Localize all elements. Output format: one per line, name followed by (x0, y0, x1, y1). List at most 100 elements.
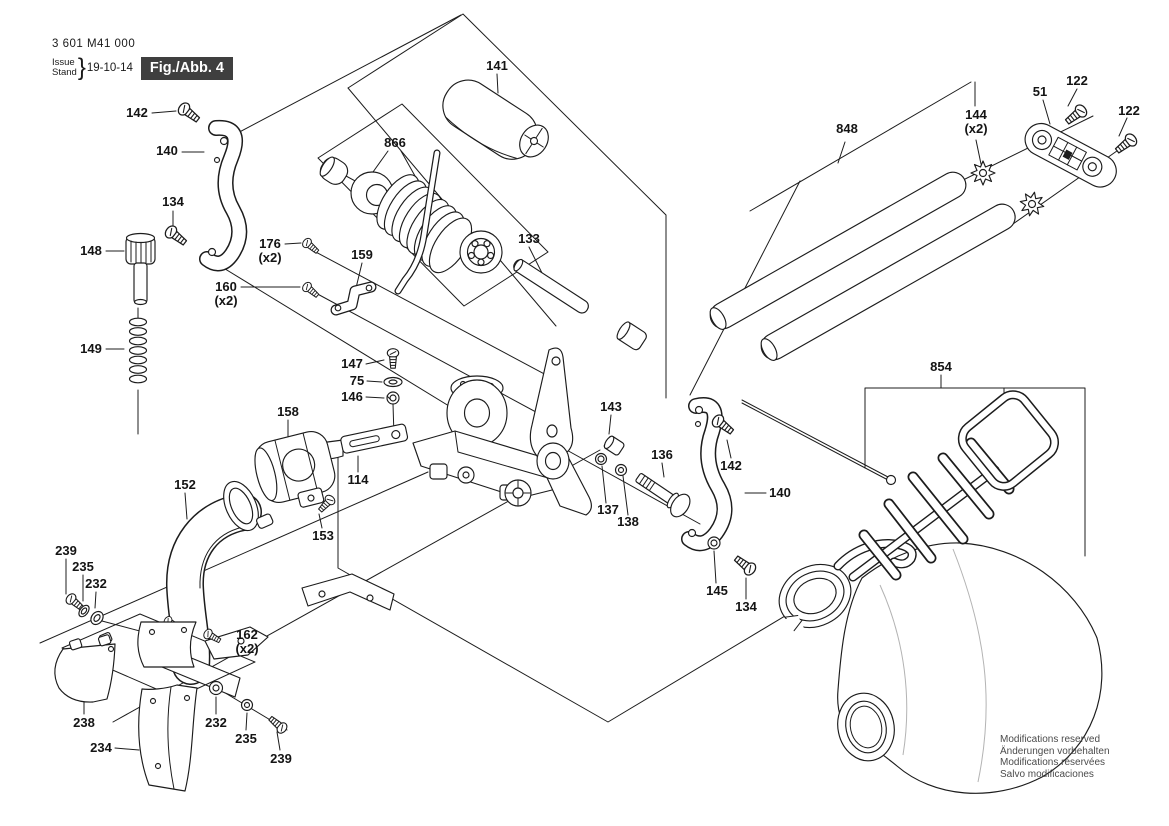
part-158-clamp (254, 431, 336, 508)
part-label-149: 149 (80, 341, 102, 356)
part-label-142: 142 (720, 458, 742, 473)
issue-date: 19-10-14 (86, 62, 133, 74)
part-label-147: 147 (341, 356, 363, 371)
part-149-spring (128, 317, 148, 384)
part-label-114: 114 (347, 472, 369, 487)
part-label-176: 176(x2) (258, 236, 282, 265)
title-block: 3 601 M41 000 Issue Stand } 19-10-14 Fig… (52, 38, 233, 82)
part-label-235: 235 (72, 559, 94, 574)
part-235-washer (78, 604, 90, 618)
part-label-152: 152 (174, 477, 196, 492)
roller-end-cap (519, 124, 549, 158)
part-143-bushing (603, 435, 625, 456)
part-label-136: 136 (651, 447, 673, 462)
part-138-washer (614, 463, 628, 477)
part-134-screw (162, 223, 190, 249)
part-label-51: 51 (1032, 84, 1048, 99)
part-133-pin (513, 258, 647, 351)
part-235-washer (240, 698, 254, 712)
part-854-dust-bag-assembly (741, 390, 1103, 794)
part-label-232: 232 (85, 576, 107, 591)
part-label-239: 239 (55, 543, 77, 558)
part-159-bracket (330, 281, 377, 316)
part-label-142: 142 (126, 105, 148, 120)
part-label-145: 145 (706, 583, 728, 598)
bearing (459, 230, 503, 274)
part-75-washer (383, 376, 403, 388)
part-162-bracket (204, 626, 269, 660)
part-136-bolt (635, 473, 691, 518)
part-232-nut (90, 610, 104, 626)
issue-stand-labels: Issue Stand (52, 58, 77, 78)
part-label-239: 239 (270, 751, 292, 766)
part-141-roller (442, 79, 549, 160)
part-145-washer (707, 536, 721, 550)
part-label-238: 238 (73, 715, 95, 730)
part-146-clip (386, 391, 400, 405)
part-label-138: 138 (617, 514, 639, 529)
part-label-122: 122 (1066, 73, 1088, 88)
part-label-146: 146 (341, 389, 363, 404)
note-line: Modifications reserved (1000, 734, 1101, 745)
bag-frame (848, 390, 1060, 582)
part-label-133: 133 (518, 231, 540, 246)
note-line: Modifications réservées (1000, 757, 1106, 768)
part-866-spring-assembly (319, 149, 503, 295)
part-label-140: 140 (769, 485, 791, 500)
part-label-162: 162(x2) (235, 627, 259, 656)
part-label-143: 143 (600, 399, 622, 414)
part-label-140: 140 (156, 143, 178, 158)
part-upper-shield (137, 621, 197, 668)
bag-rod (741, 399, 889, 481)
figure-label-badge: Fig./Abb. 4 (140, 56, 233, 80)
part-51-link-plate (1024, 122, 1117, 188)
part-label-148: 148 (80, 243, 102, 258)
part-122-screw (1062, 102, 1090, 128)
part-234-shield (138, 684, 198, 792)
part-label-134: 134 (162, 194, 184, 209)
part-label-122: 122 (1118, 103, 1140, 118)
part-label-153: 153 (312, 528, 334, 543)
part-label-232: 232 (205, 715, 227, 730)
part-label-141: 141 (486, 58, 508, 73)
document-part-number: 3 601 M41 000 (52, 38, 136, 50)
part-144-lock-washer (970, 160, 996, 186)
part-label-234: 234 (90, 740, 112, 755)
part-label-848: 848 (836, 121, 858, 136)
coil-spring (376, 174, 473, 274)
part-label-866: 866 (384, 135, 406, 150)
modifications-note: Modifications reserved Änderungen vorbeh… (1000, 734, 1110, 780)
brace-glyph: } (77, 54, 86, 81)
part-147-screw (386, 348, 400, 369)
bag-collar-ring (778, 563, 852, 637)
part-label-134: 134 (735, 599, 757, 614)
issue-label: Issue (52, 57, 75, 68)
hose-clamp (223, 480, 274, 532)
part-134-screw (731, 552, 759, 578)
carriage-casting (412, 347, 592, 516)
part-148-knob (125, 232, 156, 306)
bag-opening (837, 692, 895, 762)
part-label-144: 144(x2) (964, 107, 988, 136)
part-848-tubes (709, 171, 1016, 361)
part-label-235: 235 (235, 731, 257, 746)
part-239-screw (266, 713, 290, 736)
part-142-screw (175, 100, 203, 126)
part-label-159: 159 (351, 247, 373, 262)
part-label-75: 75 (349, 373, 365, 388)
part-label-137: 137 (597, 502, 619, 517)
part-232-nut (208, 680, 224, 696)
part-label-854: 854 (930, 359, 952, 374)
part-160-screw (300, 280, 322, 301)
part-140-lever-left (199, 119, 248, 272)
stand-label: Stand (52, 67, 77, 78)
note-line: Salvo modificaciones (1000, 768, 1094, 780)
part-label-160: 160(x2) (214, 279, 238, 308)
part-122-screw (1112, 131, 1140, 157)
part-label-158: 158 (277, 404, 299, 419)
note-line: Änderungen vorbehalten (1000, 745, 1110, 757)
part-137-ring (594, 452, 608, 466)
part-238-guard (54, 634, 116, 703)
